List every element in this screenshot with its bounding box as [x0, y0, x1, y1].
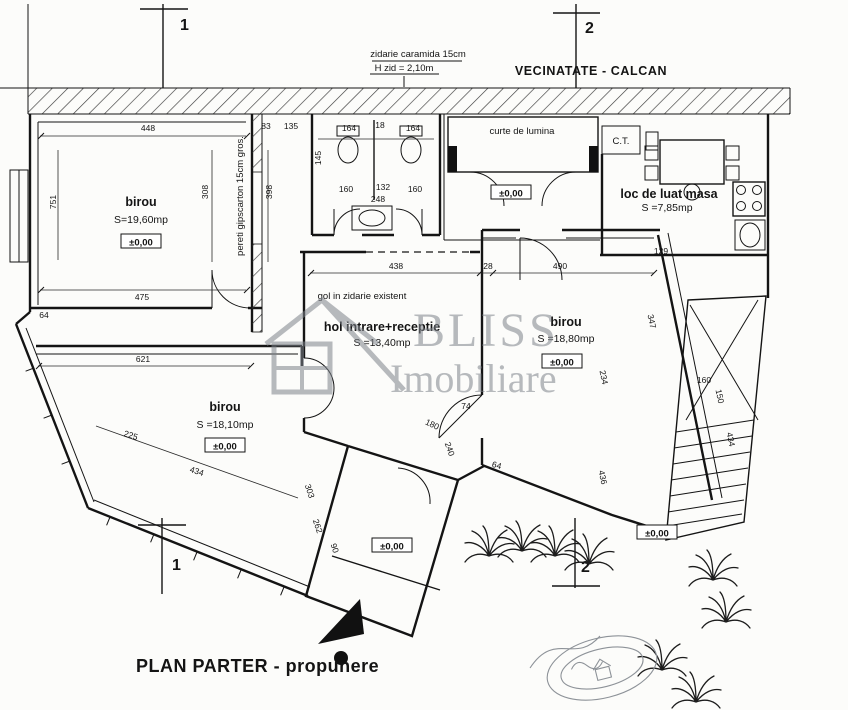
- dimension-label: 28: [483, 261, 493, 271]
- party-wall-hatch: [0, 4, 791, 115]
- plant-icon: [671, 671, 722, 709]
- dimension-label: 225: [123, 428, 140, 442]
- plant-icon: [688, 549, 739, 587]
- dimension-label: 64: [39, 310, 49, 320]
- dimension-label: 751: [48, 195, 58, 209]
- plant-icon: [701, 591, 752, 629]
- room-name-birou-sv: birou: [209, 400, 240, 414]
- dimension-label: 434: [189, 464, 206, 478]
- level-mark-label: ±0,00: [499, 189, 523, 200]
- level-mark: ±0,00: [204, 437, 246, 453]
- dimension-label: 248: [371, 194, 385, 204]
- watermark-line1: BLISS: [413, 304, 559, 357]
- courtyard-label: curte de lumina: [490, 126, 556, 137]
- level-mark: ±0,00: [636, 524, 678, 540]
- dimension-label: 74: [461, 401, 471, 411]
- drywall-label: pereti gipscarton 15cm gros.: [235, 136, 246, 256]
- section-marker-top-1: 1: [180, 17, 189, 34]
- toilet-icon: [336, 125, 360, 164]
- dimension-label: 160: [408, 184, 422, 194]
- dimension-label: 234: [598, 369, 611, 385]
- dimension-label: 262: [311, 518, 325, 535]
- room-area-birou-sv: S =18,10mp: [197, 419, 254, 431]
- dimension-label: 164: [406, 123, 420, 133]
- dimension-label: 621: [136, 354, 150, 364]
- room-area-hol: S =13,40mp: [354, 337, 411, 349]
- watermark-line2: Imobiliare: [390, 356, 557, 401]
- section-marker-top-2: 2: [585, 20, 594, 37]
- dimension-label: 448: [141, 123, 155, 133]
- plant-icon: [464, 525, 515, 563]
- level-mark: ±0,00: [371, 537, 413, 553]
- dimension-label: 438: [389, 261, 403, 271]
- note-leaders: [370, 60, 462, 87]
- dimension-label: 436: [597, 469, 610, 485]
- kitchen-sink-icon: [734, 219, 766, 251]
- level-mark: ±0,00: [120, 233, 162, 249]
- level-marks: ±0,00 ±0,00 ±0,00 ±0,00 ±0,00 ±0,00: [120, 184, 678, 553]
- dimension-label: 475: [135, 292, 149, 302]
- dimension-label: 90: [329, 542, 342, 554]
- plant-icon: [497, 520, 548, 558]
- boiler-icon: [645, 131, 659, 151]
- dimension-label: 150: [714, 388, 727, 404]
- north-arrow-icon: [318, 599, 364, 665]
- section-marker-bottom-1: 1: [172, 557, 181, 574]
- plan-title: PLAN PARTER - propunere: [136, 656, 379, 676]
- dimension-label: 308: [200, 185, 210, 199]
- dimension-label: 129: [654, 246, 668, 256]
- room-name-birou-e: birou: [550, 315, 581, 329]
- wall-gap-label: gol in zidarie existent: [318, 291, 407, 302]
- walls: [9, 113, 770, 638]
- stamp: [529, 635, 658, 701]
- section-markers: 1 2 1 2: [138, 4, 600, 594]
- sink-icon: [351, 205, 393, 231]
- dimension-label: 64: [491, 459, 503, 471]
- watermark: BLISS Imobiliare: [264, 296, 559, 401]
- room-area-loc-masa: S =7,85mp: [641, 202, 692, 214]
- plants: [464, 520, 752, 709]
- level-mark-label: ±0,00: [380, 542, 404, 553]
- dimension-label: 490: [553, 261, 567, 271]
- boiler-label: C.T.: [613, 136, 630, 147]
- plant-icon: [530, 525, 581, 563]
- room-name-birou-nv: birou: [125, 195, 156, 209]
- level-mark-label: ±0,00: [129, 238, 153, 249]
- dimension-label: 18: [375, 120, 385, 130]
- dimension-label: 160: [697, 375, 711, 385]
- room-area-birou-nv: S=19,60mp: [114, 214, 168, 226]
- dimension-label: 83: [261, 121, 271, 131]
- dimension-label: 132: [376, 182, 390, 192]
- dimension-label: 303: [303, 483, 317, 500]
- labels: zidarie caramida 15cm H zid = 2,10m VECI…: [114, 49, 719, 676]
- level-mark: ±0,00: [541, 353, 583, 369]
- level-mark-label: ±0,00: [645, 529, 669, 540]
- room-name-loc-masa: loc de luat masa: [620, 187, 718, 201]
- level-mark: ±0,00: [490, 184, 532, 200]
- dimension-label: 434: [725, 431, 738, 447]
- level-mark-label: ±0,00: [550, 358, 574, 369]
- dining-table-icon: [644, 139, 740, 201]
- level-mark-label: ±0,00: [213, 442, 237, 453]
- dimension-label: 164: [342, 123, 356, 133]
- dimension-label: 240: [443, 441, 457, 458]
- dimension-label: 145: [313, 151, 323, 165]
- brick-note-2: H zid = 2,10m: [375, 63, 434, 74]
- dimension-label: 160: [339, 184, 353, 194]
- neighbor-label: VECINATATE - CALCAN: [515, 64, 667, 78]
- room-area-birou-e: S =18,80mp: [538, 333, 595, 345]
- stove-icon: [732, 181, 766, 217]
- signature: [529, 635, 601, 669]
- dimension-lines: [35, 132, 658, 499]
- dimension-label: 398: [264, 185, 274, 199]
- plant-icon: [637, 639, 688, 677]
- dimension-label: 347: [646, 313, 659, 329]
- dimension-label: 180: [424, 417, 441, 432]
- brick-note-1: zidarie caramida 15cm: [370, 49, 466, 60]
- dimension-label: 135: [284, 121, 298, 131]
- section-marker-bottom-2: 2: [581, 559, 590, 576]
- toilet-icon: [399, 125, 423, 164]
- fixtures: [336, 125, 766, 251]
